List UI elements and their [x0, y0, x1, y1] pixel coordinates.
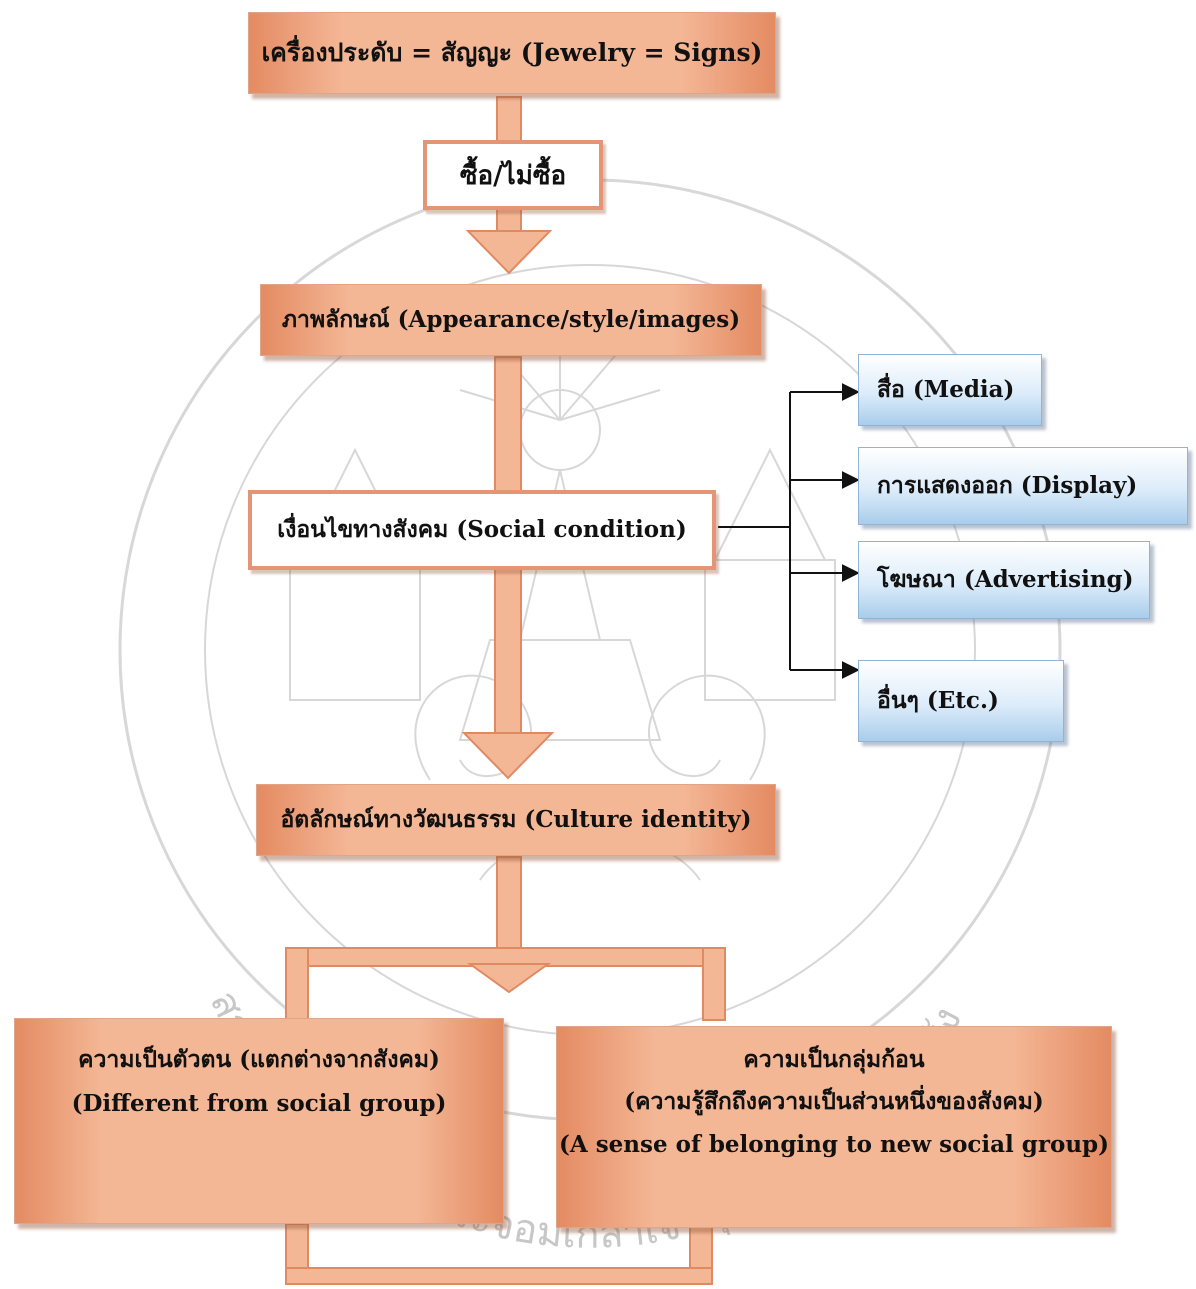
belonging-label-th-detail: (ความรู้สึกถึงความเป็นส่วนหนึ่งของสังคม) — [624, 1088, 1044, 1116]
buy-not-buy-box: ซื้อ/ไม่ซื้อ — [423, 140, 603, 210]
arrow-image-to-culture-head — [461, 732, 555, 780]
belonging-box: ความเป็นกลุ่มก้อน (ความรู้สึกถึงความเป็น… — [556, 1026, 1112, 1228]
factor-etc-label: อื่นๆ (Etc.) — [877, 687, 999, 714]
culture-identity-box: อัตลักษณ์ทางวัฒนธรรม (Culture identity) — [256, 784, 776, 856]
factor-media-box: สื่อ (Media) — [858, 354, 1042, 426]
jewelry-signs-box: เครื่องประดับ = สัญญะ (Jewelry = Signs) — [248, 12, 776, 94]
factor-advertising-label: โฆษณา (Advertising) — [877, 566, 1134, 593]
arrow-top-to-buy-shaft — [496, 96, 522, 144]
individuality-box: ความเป็นตัวตน (แตกต่างจากสังคม) (Differe… — [14, 1018, 504, 1224]
belonging-label-th: ความเป็นกลุ่มก้อน — [743, 1046, 925, 1073]
arrow-buy-to-image-head — [465, 230, 553, 275]
factor-media-label: สื่อ (Media) — [877, 376, 1015, 403]
individuality-label-th: ความเป็นตัวตน (แตกต่างจากสังคม) — [78, 1046, 440, 1073]
factor-display-label: การแสดงออก (Display) — [877, 472, 1138, 499]
split-left-leg — [285, 947, 309, 1021]
jewelry-signs-label: เครื่องประดับ = สัญญะ (Jewelry = Signs) — [261, 38, 763, 67]
split-center-head — [466, 963, 552, 994]
buy-not-buy-label: ซื้อ/ไม่ซื้อ — [459, 160, 567, 191]
arrow-buy-to-image-shaft — [496, 207, 522, 234]
join-bar — [285, 1267, 713, 1285]
factor-advertising-box: โฆษณา (Advertising) — [858, 541, 1150, 619]
factor-etc-box: อื่นๆ (Etc.) — [858, 660, 1064, 742]
social-condition-box: เงื่อนไขทางสังคม (Social condition) — [248, 490, 716, 570]
image-label: ภาพลักษณ์ (Appearance/style/images) — [281, 306, 741, 333]
split-right-leg — [702, 947, 726, 1021]
image-box: ภาพลักษณ์ (Appearance/style/images) — [260, 284, 762, 356]
individuality-label-en: (Different from social group) — [71, 1090, 447, 1118]
belonging-label-en: (A sense of belonging to new social grou… — [558, 1130, 1110, 1158]
culture-identity-label: อัตลักษณ์ทางวัฒนธรรม (Culture identity) — [280, 806, 752, 833]
social-condition-label: เงื่อนไขทางสังคม (Social condition) — [277, 516, 687, 543]
split-stem — [496, 856, 522, 956]
factor-display-box: การแสดงออก (Display) — [858, 447, 1188, 525]
